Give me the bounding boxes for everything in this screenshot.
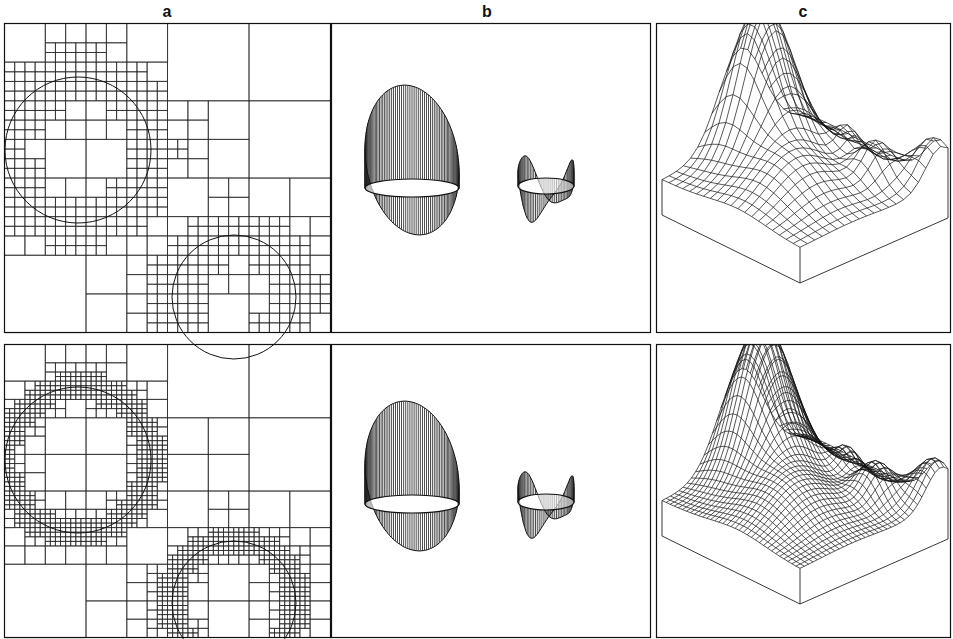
- base-edge: [948, 148, 949, 218]
- base-edge: [662, 501, 663, 536]
- front-curve: [365, 401, 459, 551]
- surface-plot: [662, 23, 948, 283]
- base-edge: [800, 247, 801, 283]
- interface-circle: [5, 77, 151, 223]
- wire-mesh: [662, 344, 948, 568]
- panel-letter: a: [163, 3, 172, 21]
- interface-ellipse: [365, 495, 459, 513]
- height-lines: [365, 85, 459, 235]
- interface-circle: [5, 387, 151, 533]
- base-edge: [662, 180, 663, 215]
- panel-frames: [5, 24, 951, 638]
- interface-ellipse: [365, 179, 459, 197]
- interface-ellipse: [518, 178, 574, 194]
- base-edge: [800, 568, 801, 604]
- mesh-cells: [5, 24, 331, 333]
- interface-plot: [365, 85, 574, 235]
- quadtree-mesh: [5, 345, 331, 639]
- surface-plot: [662, 344, 948, 604]
- interface-plot: [365, 401, 574, 551]
- front-curve: [518, 472, 574, 539]
- interface-circle: [172, 541, 296, 639]
- height-lines: [518, 472, 574, 539]
- panel-letter: b: [482, 3, 492, 21]
- base-edge: [948, 469, 949, 539]
- base-outline: [662, 215, 948, 283]
- interface-ellipse: [518, 494, 574, 510]
- front-curve: [365, 85, 459, 235]
- height-lines: [365, 401, 459, 551]
- interface-circle: [172, 235, 296, 359]
- wire-mesh: [662, 23, 948, 247]
- panel-letter: c: [799, 3, 808, 21]
- front-curve: [518, 156, 574, 223]
- mesh-cells: [5, 345, 331, 638]
- quadtree-mesh: [5, 24, 331, 360]
- height-lines: [518, 156, 574, 223]
- base-outline: [662, 536, 948, 604]
